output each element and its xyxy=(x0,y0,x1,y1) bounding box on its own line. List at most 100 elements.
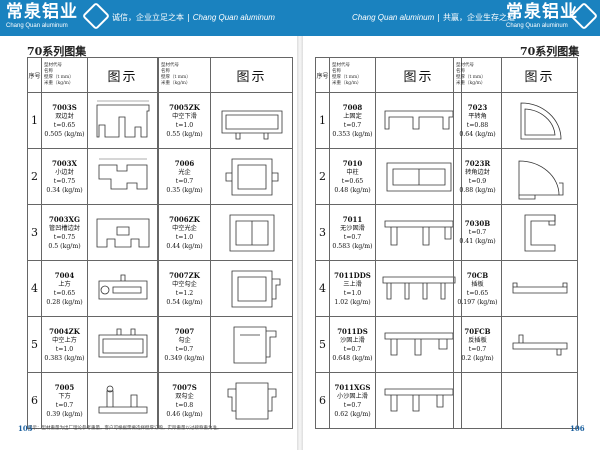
section-title-left: 70系列图集 xyxy=(27,45,87,58)
profile-diagram xyxy=(210,204,293,261)
brand-logo-left: 常泉铝业 Chang Quan aluminum xyxy=(6,2,78,30)
profile-diagram xyxy=(501,260,578,317)
column-legend: 型材代号名称壁厚（t mm）米重（kg/m） xyxy=(41,57,88,93)
section-title-right: 70系列图集 xyxy=(520,45,580,58)
profile-diagram xyxy=(87,316,158,373)
brand-name-cn: 常泉铝业 xyxy=(6,2,78,22)
seq-header: 序号 xyxy=(315,57,330,93)
diagram-header: 图示 xyxy=(501,57,578,93)
profile-diagram xyxy=(210,260,293,317)
profile-diagram xyxy=(375,316,462,373)
profile-diagram xyxy=(501,204,578,261)
diagram-header: 图示 xyxy=(375,57,462,93)
profile-diagram xyxy=(210,92,293,149)
profile-diagram xyxy=(501,92,578,149)
brand-name-en: Chang Quan aluminum xyxy=(6,23,68,29)
profile-diagram xyxy=(375,260,462,317)
profile-diagram xyxy=(501,372,578,429)
profile-diagram xyxy=(87,148,158,205)
page-gutter xyxy=(297,36,303,450)
brand-mark-icon xyxy=(81,1,111,31)
profile-diagram xyxy=(210,148,293,205)
seq-header: 序号 xyxy=(27,57,42,93)
page-header: 常泉铝业 Chang Quan aluminum 诚信，企业立足之本|Chang… xyxy=(0,0,600,36)
diagram-header: 图示 xyxy=(210,57,293,93)
product-info xyxy=(453,372,502,429)
slogan-right: Chang Quan aluminum|共赢，企业生存之道 xyxy=(352,13,515,22)
footnote: 提示：型材重量为出厂理论参考重量，客户可根据需要选择壁厚订购，实际重量以过磅称重… xyxy=(28,426,222,431)
profile-diagram xyxy=(501,148,578,205)
slogan-left: 诚信，企业立足之本|Chang Quan aluminum xyxy=(112,13,275,22)
profile-diagram xyxy=(210,372,293,429)
profile-diagram xyxy=(375,92,462,149)
profile-diagram xyxy=(501,316,578,373)
page-number-left: 105 xyxy=(18,424,33,433)
page-number-right: 106 xyxy=(570,424,585,433)
column-legend: 型材代号名称壁厚（t mm）米重（kg/m） xyxy=(158,57,211,93)
table-row xyxy=(453,372,578,429)
profile-diagram xyxy=(210,316,293,373)
profile-diagram xyxy=(87,92,158,149)
profile-diagram xyxy=(375,204,462,261)
profile-diagram xyxy=(87,260,158,317)
brand-logo-right: 常泉铝业 Chang Quan aluminum xyxy=(506,2,578,29)
diagram-header: 图示 xyxy=(87,57,158,93)
profile-diagram xyxy=(87,372,158,429)
profile-diagram xyxy=(375,148,462,205)
column-legend: 型材代号名称壁厚（t mm）米重（kg/m） xyxy=(329,57,376,93)
profile-diagram xyxy=(375,372,462,429)
column-legend: 型材代号名称壁厚（t mm）米重（kg/m） xyxy=(453,57,502,93)
profile-diagram xyxy=(87,204,158,261)
